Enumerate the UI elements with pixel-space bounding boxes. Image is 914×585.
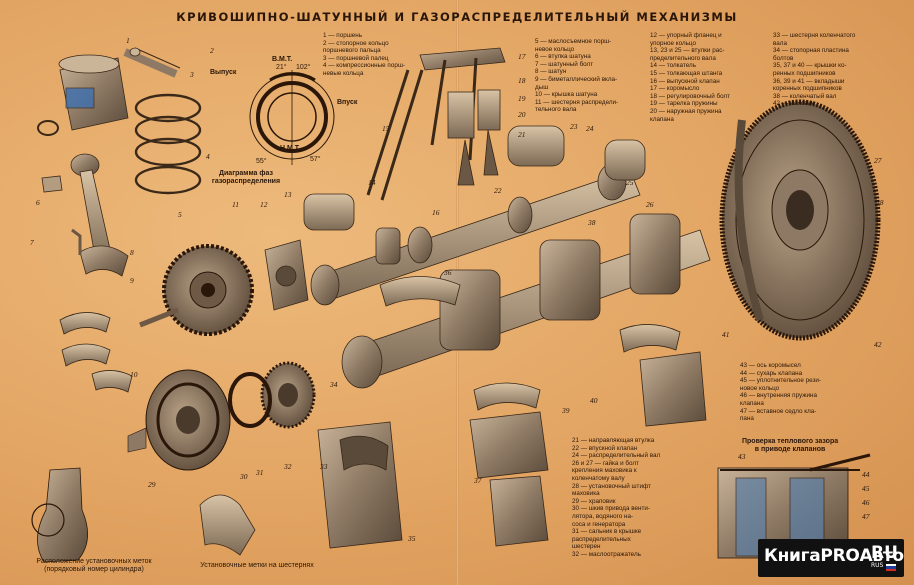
callout-26: 26 xyxy=(646,200,654,209)
thrust-flange xyxy=(264,239,309,311)
callout-17: 17 xyxy=(518,52,526,61)
main-bearing-cap-left xyxy=(317,421,403,549)
callout-27: 27 xyxy=(874,156,882,165)
callout-39: 39 xyxy=(562,406,570,415)
callout-36: 36 xyxy=(444,268,452,277)
callout-34: 34 xyxy=(330,380,338,389)
angle-57: 57° xyxy=(310,156,321,163)
callout-32: 32 xyxy=(284,462,292,471)
callout-18: 18 xyxy=(518,76,526,85)
callout-13: 13 xyxy=(284,190,292,199)
callout-12: 12 xyxy=(260,200,268,209)
oil-deflector xyxy=(199,494,256,556)
watermark-text: КнигаPROАвто xyxy=(764,546,904,566)
callout-7: 7 xyxy=(30,238,34,247)
main-bearing-shells xyxy=(379,276,681,411)
callout-9: 9 xyxy=(130,276,134,285)
callout-14: 14 xyxy=(368,178,376,187)
callout-8: 8 xyxy=(130,248,134,257)
watermark-badge: КнигаPROАвто RU RUS xyxy=(758,539,904,577)
russia-flag-icon xyxy=(886,564,896,571)
bearing-shells xyxy=(59,312,133,393)
label-exhaust: Выпуск xyxy=(210,69,237,76)
callout-15: 15 xyxy=(382,124,390,133)
callout-10: 10 xyxy=(130,370,138,379)
label-intake: Впуск xyxy=(337,99,358,106)
callout-6: 6 xyxy=(36,198,40,207)
rod-marks-view xyxy=(31,467,88,563)
timing-diagram-circle xyxy=(249,70,335,165)
rod-marks-caption: Расположение установочных меток(порядков… xyxy=(36,558,152,573)
timing-diagram-caption: Диаграмма фаз газораспределения xyxy=(211,170,281,185)
callout-16: 16 xyxy=(432,208,440,217)
callout-44: 44 xyxy=(862,470,870,479)
callout-30: 30 xyxy=(240,472,248,481)
crankshaft-pulley xyxy=(127,369,231,471)
valve-clearance-inset xyxy=(717,453,871,559)
watermark-sub: RUS xyxy=(871,562,884,569)
label-nmt: Н.М.Т. xyxy=(280,145,301,152)
callout-2: 2 xyxy=(210,46,214,55)
callout-45: 45 xyxy=(862,484,870,493)
callout-3: 3 xyxy=(190,70,194,79)
callout-23: 23 xyxy=(570,122,578,131)
callout-24: 24 xyxy=(586,124,594,133)
callout-5: 5 xyxy=(178,210,182,219)
callout-46: 46 xyxy=(862,498,870,507)
callout-40: 40 xyxy=(590,396,598,405)
callout-19: 19 xyxy=(518,94,526,103)
callout-11: 11 xyxy=(232,200,239,209)
callout-33: 33 xyxy=(320,462,328,471)
rocker-arms-valves xyxy=(366,47,506,265)
label-vmt: В.М.Т. xyxy=(272,56,293,63)
angle-55: 55° xyxy=(256,158,267,165)
callout-42: 42 xyxy=(874,340,882,349)
main-bearing-caps xyxy=(469,351,707,547)
camshaft-gear xyxy=(139,244,254,336)
crankshaft-gear xyxy=(228,361,316,429)
angle-102: 102° xyxy=(296,64,311,71)
connecting-rod xyxy=(41,153,129,277)
gear-marks-caption: Установочные метки на шестернях xyxy=(200,562,314,569)
callout-22: 22 xyxy=(494,186,502,195)
callout-28: 28 xyxy=(876,198,884,207)
callout-25: 25 xyxy=(626,178,634,187)
flywheel xyxy=(719,99,881,341)
piston-rings xyxy=(134,93,202,195)
callout-4: 4 xyxy=(206,152,210,161)
callout-38: 38 xyxy=(588,218,596,227)
callout-43: 43 xyxy=(738,452,746,461)
callout-35: 35 xyxy=(408,534,416,543)
callout-20: 20 xyxy=(518,110,526,119)
angle-21: 21° xyxy=(276,64,287,71)
piston xyxy=(37,47,181,136)
camshaft-bushings xyxy=(303,125,646,231)
callout-37: 37 xyxy=(474,476,482,485)
callout-1: 1 xyxy=(126,36,130,45)
poster-title: КРИВОШИПНО-ШАТУННЫЙ И ГАЗОРАСПРЕДЕЛИТЕЛЬ… xyxy=(176,10,738,24)
callout-21: 21 xyxy=(518,130,526,139)
callout-47: 47 xyxy=(862,512,870,521)
callout-31: 31 xyxy=(256,468,264,477)
callout-41: 41 xyxy=(722,330,730,339)
camshaft xyxy=(310,163,641,306)
callout-29: 29 xyxy=(148,480,156,489)
watermark-ru: RU xyxy=(871,543,898,563)
